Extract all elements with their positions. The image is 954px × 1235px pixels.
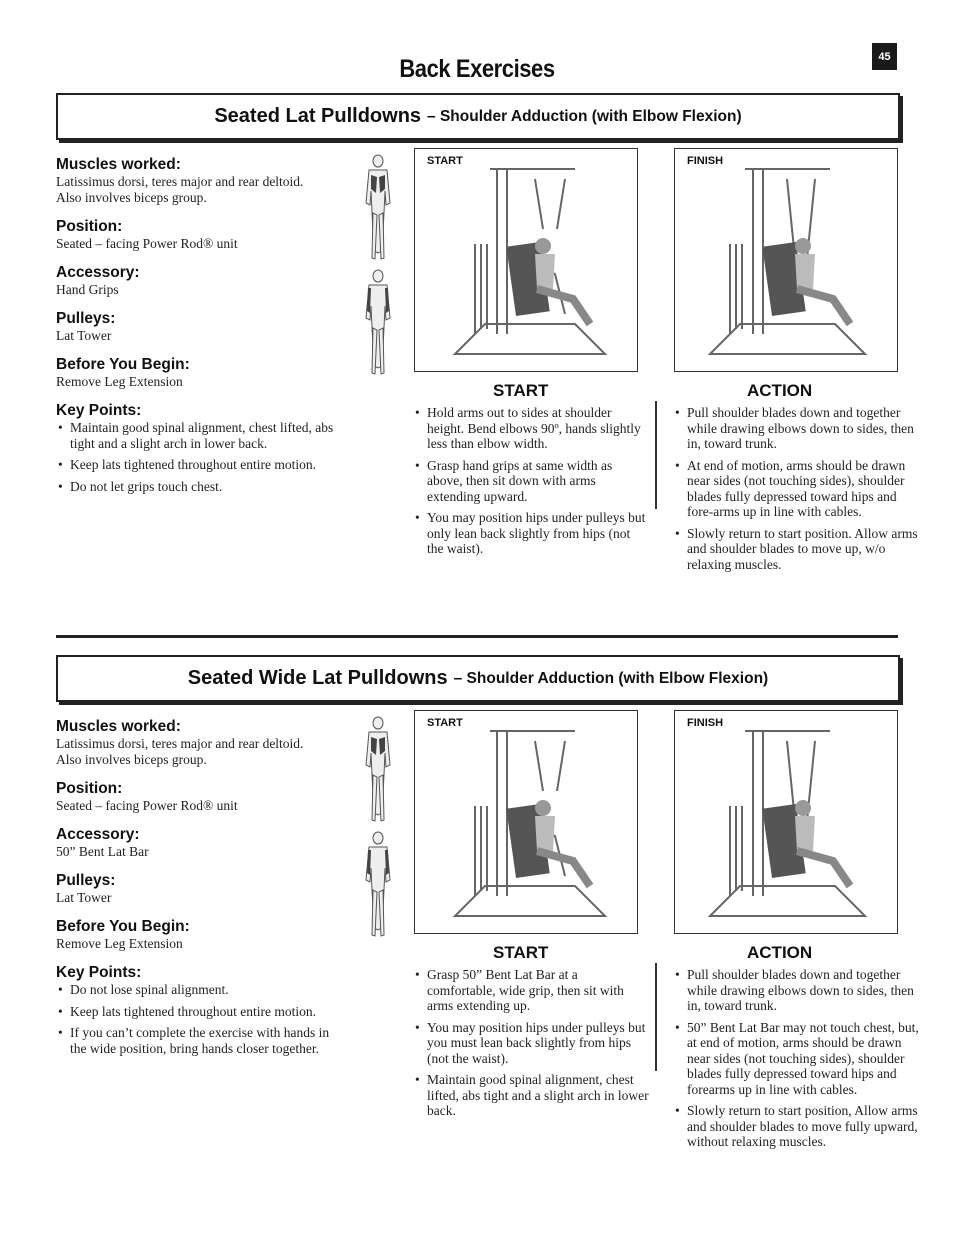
pulleys-label: Pulleys: <box>56 872 116 889</box>
action-points-list: Pull shoulder blades down and together w… <box>673 967 919 1156</box>
exercise-header: Seated Lat Pulldowns – Shoulder Adductio… <box>56 93 900 140</box>
exercise-subtitle: – Shoulder Adduction (with Elbow Flexion… <box>427 107 742 125</box>
bullet-item: Keep lats tightened throughout entire mo… <box>56 1004 336 1020</box>
position-label: Position: <box>56 780 123 797</box>
position-value: Seated – facing Power Rod® unit <box>56 236 238 251</box>
action-points-list: Pull shoulder blades down and together w… <box>673 405 919 578</box>
exercise-subtitle: – Shoulder Adduction (with Elbow Flexion… <box>453 669 769 687</box>
bullet-item: Grasp hand grips at same width as above,… <box>413 458 649 505</box>
keypoints-list: Maintain good spinal alignment, chest li… <box>56 420 336 494</box>
keypoints-list: Do not lose spinal alignment. Keep lats t… <box>56 982 336 1056</box>
bullet-item: 50” Bent Lat Bar may not touch chest, bu… <box>673 1020 919 1098</box>
before-value: Remove Leg Extension <box>56 374 183 389</box>
bullet-item: Grasp 50” Bent Lat Bar at a comfortable,… <box>413 967 649 1014</box>
bullet-item: Pull shoulder blades down and together w… <box>673 967 919 1014</box>
finish-machine-image <box>707 168 868 355</box>
bullet-item: Slowly return to start position, Allow a… <box>673 1103 919 1150</box>
exercise-details: Muscles worked: Latissimus dorsi, teres … <box>56 155 356 500</box>
start-heading: START <box>493 943 549 962</box>
bullet-item: Do not let grips touch chest. <box>56 479 336 495</box>
bullet-item: Hold arms out to sides at shoulder heigh… <box>413 405 649 452</box>
bullet-item: You may position hips under pulleys but … <box>413 510 649 557</box>
muscles-label: Muscles worked: <box>56 156 181 173</box>
start-photo: START <box>414 148 638 372</box>
accessory-label: Accessory: <box>56 264 140 281</box>
muscles-value: Latissimus dorsi, teres major and rear d… <box>56 174 304 205</box>
finish-photo: FINISH <box>674 148 898 372</box>
muscle-anatomy-icon <box>365 154 391 375</box>
finish-photo-tag: FINISH <box>687 155 724 167</box>
accessory-value: 50” Bent Lat Bar <box>56 844 149 859</box>
pulleys-value: Lat Tower <box>56 890 112 905</box>
pulleys-value: Lat Tower <box>56 328 112 343</box>
muscle-anatomy-icon <box>365 716 391 937</box>
start-heading: START <box>493 381 549 400</box>
before-value: Remove Leg Extension <box>56 936 183 951</box>
section-divider <box>56 635 898 638</box>
position-label: Position: <box>56 218 123 235</box>
bullet-item: Maintain good spinal alignment, chest li… <box>413 1072 649 1119</box>
bullet-item: Pull shoulder blades down and together w… <box>673 405 919 452</box>
bullet-item: Maintain good spinal alignment, chest li… <box>56 420 336 451</box>
start-photo-tag: START <box>427 717 463 729</box>
start-points-list: Hold arms out to sides at shoulder heigh… <box>413 405 649 563</box>
start-machine-image <box>452 168 608 355</box>
bullet-item: Keep lats tightened throughout entire mo… <box>56 457 336 473</box>
start-points-list: Grasp 50” Bent Lat Bar at a comfortable,… <box>413 967 649 1125</box>
muscles-value: Latissimus dorsi, teres major and rear d… <box>56 736 304 767</box>
exercise-title: Seated Lat Pulldowns <box>214 105 422 127</box>
page-number: 45 <box>872 43 897 70</box>
exercise-title: Seated Wide Lat Pulldowns <box>187 667 448 689</box>
action-heading: ACTION <box>747 943 813 962</box>
start-photo-tag: START <box>427 155 463 167</box>
keypoints-label: Key Points: <box>56 964 142 981</box>
bullet-item: If you can’t complete the exercise with … <box>56 1025 336 1056</box>
bullet-item: At end of motion, arms should be drawn n… <box>673 458 919 520</box>
page-title: Back Exercises <box>399 55 555 83</box>
bullet-item: Slowly return to start position. Allow a… <box>673 526 919 573</box>
pulleys-label: Pulleys: <box>56 310 116 327</box>
start-machine-image <box>452 730 608 917</box>
position-value: Seated – facing Power Rod® unit <box>56 798 238 813</box>
finish-machine-image <box>707 730 868 917</box>
muscles-label: Muscles worked: <box>56 718 181 735</box>
accessory-value: Hand Grips <box>56 282 119 297</box>
finish-photo-tag: FINISH <box>687 717 724 729</box>
exercise-details: Muscles worked: Latissimus dorsi, teres … <box>56 717 356 1062</box>
action-heading: ACTION <box>747 381 813 400</box>
column-divider <box>655 963 657 1071</box>
start-photo: START <box>414 710 638 934</box>
accessory-label: Accessory: <box>56 826 140 843</box>
before-label: Before You Begin: <box>56 356 190 373</box>
exercise-header: Seated Wide Lat Pulldowns – Shoulder Add… <box>56 655 900 702</box>
bullet-item: Do not lose spinal alignment. <box>56 982 336 998</box>
before-label: Before You Begin: <box>56 918 190 935</box>
bullet-item: You may position hips under pulleys but … <box>413 1020 649 1067</box>
finish-photo: FINISH <box>674 710 898 934</box>
keypoints-label: Key Points: <box>56 402 142 419</box>
column-divider <box>655 401 657 509</box>
